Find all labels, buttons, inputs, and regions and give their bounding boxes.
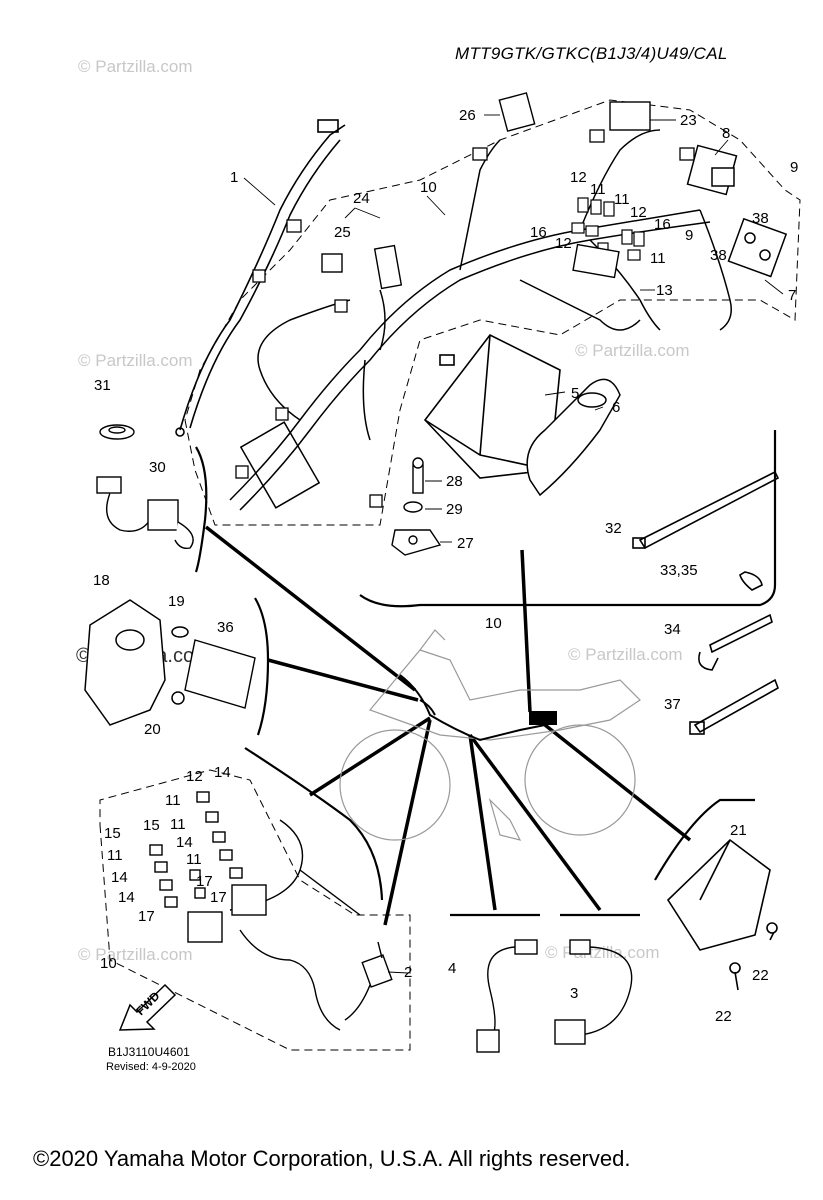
callout-17: 17 [138, 908, 155, 925]
watermark: © Partzilla.com [78, 945, 193, 964]
callout-7: 7 [788, 287, 796, 304]
callout-11: 11 [590, 181, 606, 198]
callout-10: 10 [485, 615, 502, 632]
callout-11: 11 [186, 851, 202, 868]
harness-connectors [235, 129, 695, 508]
callout-14: 14 [118, 889, 135, 906]
callout-16: 16 [654, 216, 671, 233]
watermark: © Partzilla.com [568, 645, 683, 664]
callout-29: 29 [446, 501, 463, 518]
callout-12: 12 [570, 169, 587, 186]
ecu-sheet [184, 639, 256, 709]
model-code: MTT9GTK/GTKC(B1J3/4)U49/CAL [455, 44, 728, 63]
callout-14: 14 [111, 869, 128, 886]
callout-13: 13 [656, 282, 673, 299]
callout-23: 23 [680, 112, 697, 129]
callout-9: 9 [685, 227, 693, 244]
starter-relay [727, 217, 788, 278]
callout-20: 20 [144, 721, 161, 738]
callout-33-35: 33,35 [660, 562, 698, 579]
callout-8: 8 [722, 125, 730, 142]
callout-11: 11 [165, 792, 181, 809]
callout-24: 24 [353, 190, 370, 207]
callout-1: 1 [230, 169, 238, 186]
sub-harness [149, 791, 361, 1031]
grommet [99, 424, 135, 440]
callout-11: 11 [107, 847, 123, 864]
sensor-2 [344, 941, 393, 1021]
ecu-bracket [84, 599, 189, 726]
watermark: © Partzilla.com [78, 57, 193, 76]
callout-2: 2 [404, 964, 412, 981]
callout-21: 21 [730, 822, 747, 839]
callout-9: 9 [790, 159, 798, 176]
callout-14: 14 [176, 834, 193, 851]
watermark: © Partzilla.com [545, 943, 660, 962]
leader-lines [204, 525, 692, 926]
relay-8 [686, 144, 738, 196]
motorcycle-silhouette [339, 629, 641, 841]
callout-15: 15 [143, 817, 160, 834]
callout-36: 36 [217, 619, 234, 636]
callout-16: 16 [530, 224, 547, 241]
callout-38: 38 [710, 247, 727, 264]
callout-4: 4 [448, 960, 456, 977]
callout-17: 17 [196, 873, 213, 890]
callout-19: 19 [168, 593, 185, 610]
accessory-socket [96, 476, 194, 550]
callout-11: 11 [170, 816, 186, 833]
diagram-id: B1J3110U4601 [108, 1045, 190, 1059]
battery [423, 333, 561, 479]
callout-10: 10 [100, 955, 117, 972]
callout-10: 10 [420, 179, 437, 196]
callout-11: 11 [614, 191, 630, 208]
callout-31: 31 [94, 377, 111, 394]
callout-12: 12 [630, 204, 647, 221]
copyright-notice: ©2020 Yamaha Motor Corporation, U.S.A. A… [33, 1146, 631, 1171]
fwd-arrow: FWD [118, 983, 177, 1031]
callout-34: 34 [664, 621, 681, 638]
callout-38: 38 [752, 210, 769, 227]
callout-leaders [243, 114, 784, 974]
callout-15: 15 [104, 825, 121, 842]
connectors-top [321, 92, 651, 290]
callout-22: 22 [752, 967, 769, 984]
callout-12: 12 [186, 768, 203, 785]
revision-date: Revised: 4-9-2020 [106, 1061, 196, 1073]
group-borders [194, 430, 777, 917]
callout-3: 3 [570, 985, 578, 1002]
battery-band [526, 378, 621, 497]
callout-25: 25 [334, 224, 351, 241]
callout-12: 12 [555, 235, 572, 252]
callout-5: 5 [571, 385, 579, 402]
callout-labels: 1 2 3 4 5 6 7 8 9 9 10 10 10 11 11 11 11… [93, 107, 798, 1025]
callout-26: 26 [459, 107, 476, 124]
callout-17: 17 [210, 889, 227, 906]
harness-on-bike [399, 674, 557, 742]
cable-ties [632, 470, 780, 735]
callout-18: 18 [93, 572, 110, 589]
callout-27: 27 [457, 535, 474, 552]
callout-28: 28 [446, 473, 463, 490]
callout-30: 30 [149, 459, 166, 476]
callout-11: 11 [650, 250, 666, 267]
watermark: © Partzilla.com [575, 341, 690, 360]
harness-group-outline [99, 99, 801, 1051]
callout-6: 6 [612, 399, 620, 416]
fuse-box [572, 243, 620, 279]
bracket-bolt [391, 457, 442, 556]
callout-14: 14 [214, 764, 231, 781]
watermark: © Partzilla.com [78, 351, 193, 370]
callout-32: 32 [605, 520, 622, 537]
callout-37: 37 [664, 696, 681, 713]
callout-22: 22 [715, 1008, 732, 1025]
rectifier-regulator [666, 838, 778, 991]
sensor-leads [476, 939, 633, 1053]
